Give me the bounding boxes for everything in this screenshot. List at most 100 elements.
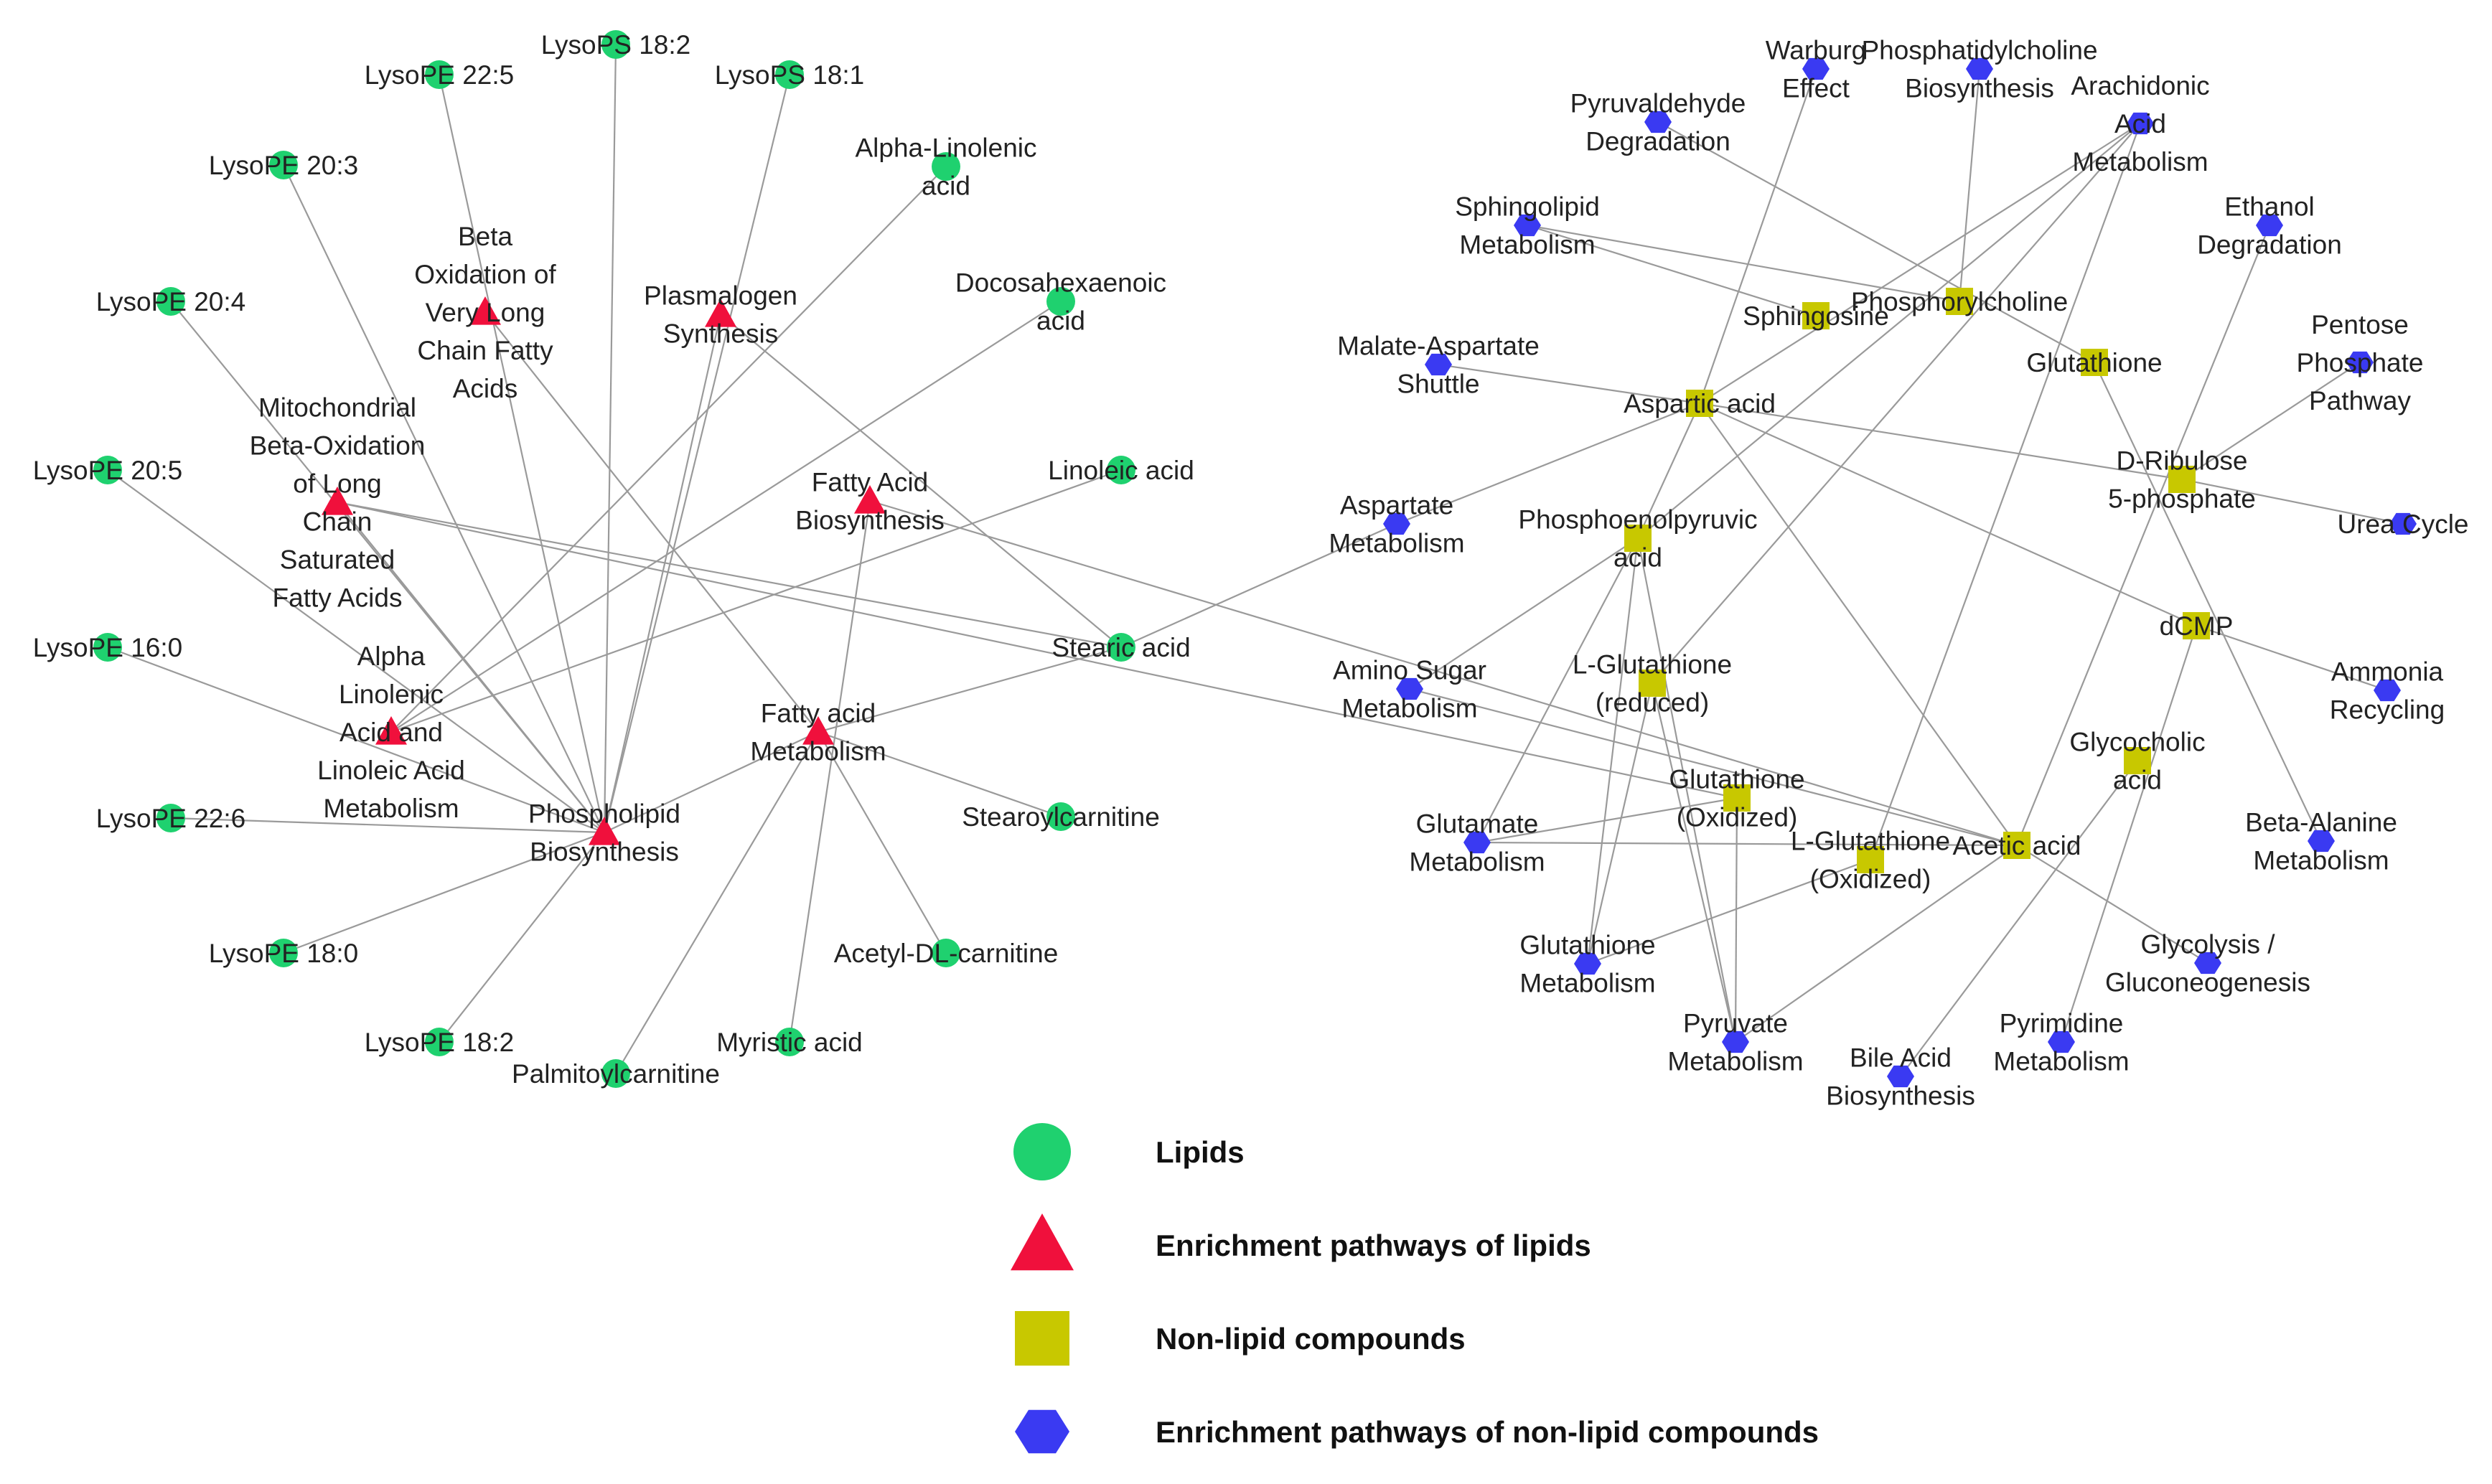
legend-hexagon-icon bbox=[1015, 1409, 1069, 1454]
edge-pyruvaldehyde_degradation-glutathione bbox=[1657, 121, 2095, 363]
node-beta_oxidation_vlcfa bbox=[469, 296, 501, 325]
node-dcmp bbox=[2183, 612, 2210, 639]
edge-phospholipid_biosynthesis-fatty_acid_metabolism bbox=[604, 731, 819, 833]
node-docosahexaenoic_acid bbox=[1046, 287, 1075, 316]
edge-sphingolipid_metabolism-sphingosine bbox=[1527, 224, 1817, 317]
edge-fatty_acid_biosynthesis-acetic_acid bbox=[869, 499, 2018, 847]
edge-amino_sugar_metabolism-phosphoenolpyruvic_acid bbox=[1409, 537, 1639, 690]
node-label-lysope_20_5: LysoPE 20:5 bbox=[33, 456, 182, 485]
edge-lysope_22_5-phospholipid_biosynthesis bbox=[438, 74, 606, 833]
edge-glycocholic_acid-bile_acid_biosynthesis bbox=[1900, 760, 2138, 1077]
edge-aspartic_acid-phosphoenolpyruvic_acid bbox=[1636, 403, 1701, 539]
node-lysope_20_4 bbox=[156, 287, 185, 316]
node-beta_alanine_metabolism bbox=[2308, 830, 2335, 853]
node-label-lysope_22_5: LysoPE 22:5 bbox=[365, 60, 514, 90]
node-label-l_glutathione_oxidized: L-Glutathione(Oxidized) bbox=[1791, 827, 1950, 894]
legend-label-lipid_pathway: Enrichment pathways of lipids bbox=[1156, 1229, 1591, 1262]
node-phosphatidylcholine_biosynthesis bbox=[1966, 57, 1993, 80]
node-label-sphingosine: Sphingosine bbox=[1743, 301, 1889, 331]
node-label-glutathione: Glutathione bbox=[2026, 348, 2162, 377]
node-plasmalogen_synthesis bbox=[705, 299, 736, 327]
node-d_ribulose_5_phosphate bbox=[2168, 466, 2196, 493]
edge-glutathione-beta_alanine_metabolism bbox=[2094, 362, 2322, 842]
edge-pentose_phosphate_pathway-d_ribulose_5_phosphate bbox=[2181, 362, 2361, 480]
node-phosphorylcholine bbox=[1946, 288, 1973, 315]
edge-lysops_18_2-phospholipid_biosynthesis bbox=[603, 44, 617, 833]
node-acetyl_dl_carnitine bbox=[932, 939, 960, 967]
node-ethanol_degradation bbox=[2256, 214, 2283, 237]
edge-arachidonic_acid_metabolism-phosphoenolpyruvic_acid bbox=[1637, 123, 2141, 539]
edge-dcmp-ammonia_recycling bbox=[2196, 624, 2388, 692]
node-label-stearic_acid: Stearic acid bbox=[1051, 633, 1190, 662]
edge-fatty_acid_metabolism-palmitoylcarnitine bbox=[615, 731, 819, 1074]
node-pentose_phosphate_pathway bbox=[2346, 351, 2374, 374]
legend-label-lipid: Lipids bbox=[1156, 1135, 1245, 1169]
edge-l_glutathione_oxidized-glutathione_metabolism bbox=[1587, 858, 1871, 965]
legend-circle-icon bbox=[1013, 1123, 1071, 1180]
node-alpha_linolenic_acid bbox=[932, 152, 960, 181]
node-lysope_18_2 bbox=[425, 1028, 454, 1056]
node-glycocholic_acid bbox=[2124, 747, 2151, 774]
edge-lysope_18_0-phospholipid_biosynthesis bbox=[283, 831, 605, 954]
edge-beta_oxidation_vlcfa-fatty_acid_metabolism bbox=[484, 311, 819, 733]
edge-aspartic_acid-dcmp bbox=[1699, 402, 2197, 627]
node-label-lysops_18_1: LysoPS 18:1 bbox=[715, 60, 864, 90]
node-pyruvate_metabolism bbox=[1722, 1030, 1749, 1053]
edge-malate_aspartate_shuttle-aspartic_acid bbox=[1438, 363, 1700, 405]
edge-phosphatidylcholine_biosynthesis-phosphorylcholine bbox=[1958, 68, 1981, 302]
legend-label-compound: Non-lipid compounds bbox=[1156, 1322, 1466, 1356]
node-urea_cycle bbox=[2389, 512, 2417, 535]
node-linoleic_acid bbox=[1107, 456, 1135, 484]
node-label-stearoylcarnitine: Stearoylcarnitine bbox=[962, 802, 1160, 832]
edge-docosahexaenoic_acid-alpha_linolenic_metabolism bbox=[390, 301, 1062, 733]
node-glutathione bbox=[2081, 349, 2108, 376]
legend-square-icon bbox=[1015, 1311, 1069, 1366]
node-label-phosphorylcholine: Phosphorylcholine bbox=[1851, 287, 2068, 316]
node-palmitoylcarnitine bbox=[601, 1059, 630, 1088]
node-pyruvaldehyde_degradation bbox=[1644, 111, 1672, 133]
edge-lysope_20_3-phospholipid_biosynthesis bbox=[283, 164, 605, 833]
node-label-urea_cycle: Urea Cycle bbox=[2338, 509, 2469, 539]
node-label-myristic_acid: Myristic acid bbox=[716, 1028, 863, 1057]
node-label-lysope_20_3: LysoPE 20:3 bbox=[209, 151, 358, 180]
node-lysops_18_1 bbox=[775, 60, 804, 89]
edge-mito_beta_oxidation-stearic_acid bbox=[337, 501, 1122, 649]
node-warburg_effect bbox=[1802, 57, 1830, 80]
node-label-glycolysis_gluconeogenesis: Glycolysis /Gluconeogenesis bbox=[2105, 930, 2310, 997]
edge-lysope_16_0-phospholipid_biosynthesis bbox=[107, 646, 605, 834]
node-aspartic_acid bbox=[1686, 390, 1713, 417]
edge-aspartate_metabolism-aspartic_acid bbox=[1396, 402, 1700, 525]
edges-layer bbox=[107, 44, 2404, 1077]
edge-dcmp-pyrimidine_metabolism bbox=[2060, 625, 2198, 1043]
edge-l_glutathione_reduced-glutathione_metabolism bbox=[1586, 682, 1654, 964]
nodes-layer bbox=[93, 30, 2417, 1088]
node-l_glutathione_oxidized bbox=[1857, 846, 1884, 873]
edge-arachidonic_acid_metabolism-l_glutathione_reduced bbox=[1652, 123, 2141, 684]
node-glutamate_metabolism bbox=[1463, 831, 1491, 854]
node-sphingolipid_metabolism bbox=[1514, 214, 1541, 237]
edge-mito_beta_oxidation-glutathione_oxidized bbox=[337, 501, 1738, 799]
edge-fatty_acid_metabolism-stearoylcarnitine bbox=[818, 731, 1062, 818]
node-glutathione_metabolism bbox=[1574, 952, 1601, 975]
node-label-acetyl_dl_carnitine: Acetyl-DL-carnitine bbox=[834, 939, 1059, 968]
edge-fatty_acid_biosynthesis-myristic_acid bbox=[788, 500, 871, 1043]
edge-warburg_effect-aspartic_acid bbox=[1698, 68, 1817, 404]
node-glycolysis_gluconeogenesis bbox=[2194, 952, 2221, 975]
edge-lysops_18_1-phospholipid_biosynthesis bbox=[603, 74, 791, 833]
edge-phosphoenolpyruvic_acid-pyruvate_metabolism bbox=[1636, 537, 1737, 1043]
